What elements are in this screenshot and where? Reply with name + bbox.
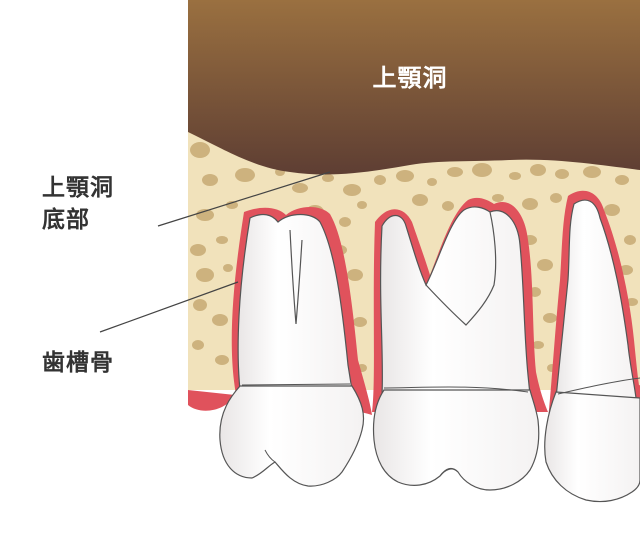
tooth-molar-left: [219, 206, 372, 487]
alveolar-bone-label: 歯槽骨: [42, 350, 114, 376]
maxillary-sinus: [188, 0, 640, 175]
sinus-floor-pointer-line: [157, 171, 331, 227]
tooth-right-partial: [544, 190, 640, 503]
maxillary-sinus-label: 上顎洞: [372, 64, 448, 92]
sinus-floor-label-line2: 底部: [42, 207, 90, 233]
tooth-molar-middle: [372, 197, 548, 491]
sinus-floor-label-line1: 上顎洞: [42, 175, 114, 201]
alveolar-bone-pointer-line: [99, 281, 239, 333]
sinus-floor-label: 上顎洞 底部: [42, 172, 152, 236]
gum: [188, 390, 235, 411]
